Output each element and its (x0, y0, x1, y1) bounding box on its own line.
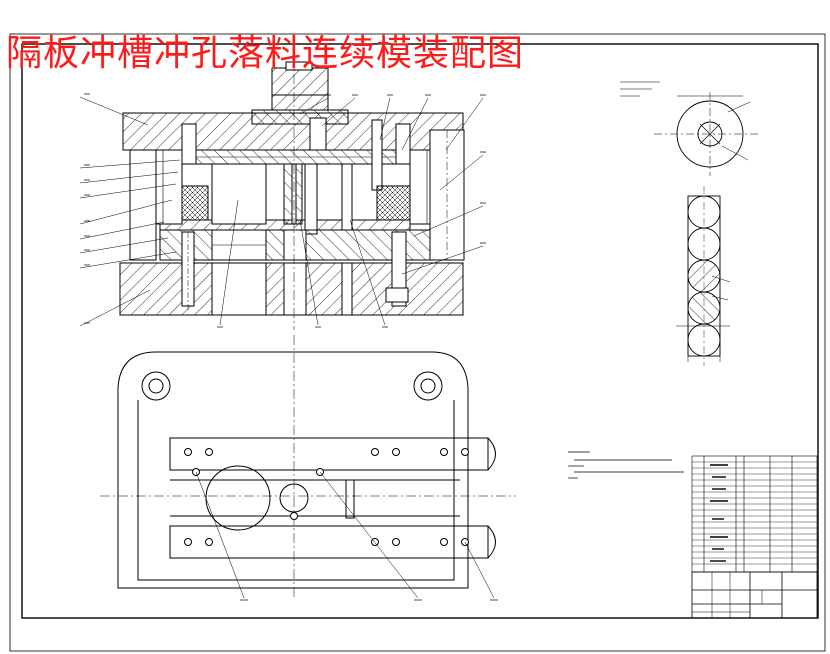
technical-notes (568, 451, 684, 479)
drawing-frame (9, 33, 826, 652)
rubber-block-right (376, 185, 416, 221)
strip-guide-top (169, 437, 489, 471)
parts-list-table (691, 455, 818, 573)
section-view (119, 56, 465, 330)
part-detail-view (620, 81, 760, 176)
blanking-punch (211, 163, 267, 225)
strip-layout-view (676, 186, 731, 366)
section-leaders (79, 96, 484, 327)
title-block (691, 571, 818, 619)
plan-view (100, 335, 516, 601)
strip-guide-bottom (169, 525, 489, 559)
drawing-title: 隔板冲槽冲孔落料连续模装配图 (6, 33, 525, 74)
shank (271, 67, 329, 111)
section-balloon-marks (84, 93, 486, 328)
